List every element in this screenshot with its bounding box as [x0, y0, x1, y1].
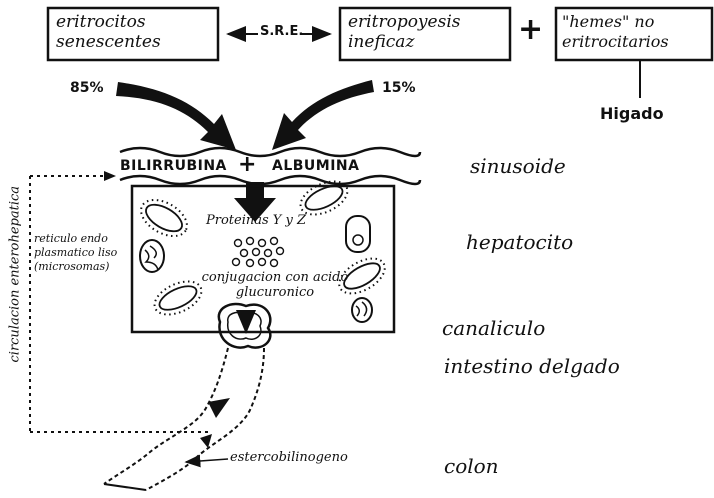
hepatocito-label: hepatocito [466, 230, 573, 254]
left-big-arrow [116, 82, 236, 150]
right-big-arrow [272, 80, 374, 150]
sinusoide-label: sinusoide [470, 154, 566, 178]
sinusoide-bottom-wave [120, 176, 420, 184]
proteinas-label: Proteinas Y y Z [206, 213, 306, 228]
colon-label: colon [444, 454, 499, 478]
enterohepatic-loop [30, 176, 210, 432]
reticulo-label: reticulo endo plasmatico liso (microsoma… [34, 232, 130, 274]
percent-left: 85% [70, 80, 104, 96]
sinusoide-top-wave [120, 148, 420, 156]
eritrocitos-label: eritrocitos senescentes [56, 12, 212, 52]
conjugacion-label: conjugacion con acido glucuronico [200, 270, 350, 300]
intestine-tube [104, 348, 264, 490]
plus-sign: + [518, 12, 543, 47]
protein-circles [233, 238, 284, 267]
canaliculo-label: canaliculo [442, 316, 545, 340]
vacuole-shape [346, 216, 370, 252]
bilirrubina-plus: + [238, 152, 256, 177]
hemes-label: "hemes" no eritrocitarios [562, 12, 708, 52]
estercobilinogeno-label: estercobilinogeno [230, 450, 348, 465]
enterohepatic-arrowhead [104, 171, 116, 181]
albumina-label: ALBUMINA [272, 158, 360, 174]
bilirrubina-label: BILIRRUBINA [120, 158, 227, 174]
intestino-label: intestino delgado [444, 354, 620, 378]
percent-right: 15% [382, 80, 416, 96]
higado-label: Higado [600, 104, 664, 123]
sre-label: S.R.E. [260, 24, 303, 39]
canaliculus-structure [219, 304, 271, 348]
eritropoyesis-label: eritropoyesis ineficaz [348, 12, 504, 52]
circulacion-label: circulacion enterohepatica [8, 193, 23, 363]
